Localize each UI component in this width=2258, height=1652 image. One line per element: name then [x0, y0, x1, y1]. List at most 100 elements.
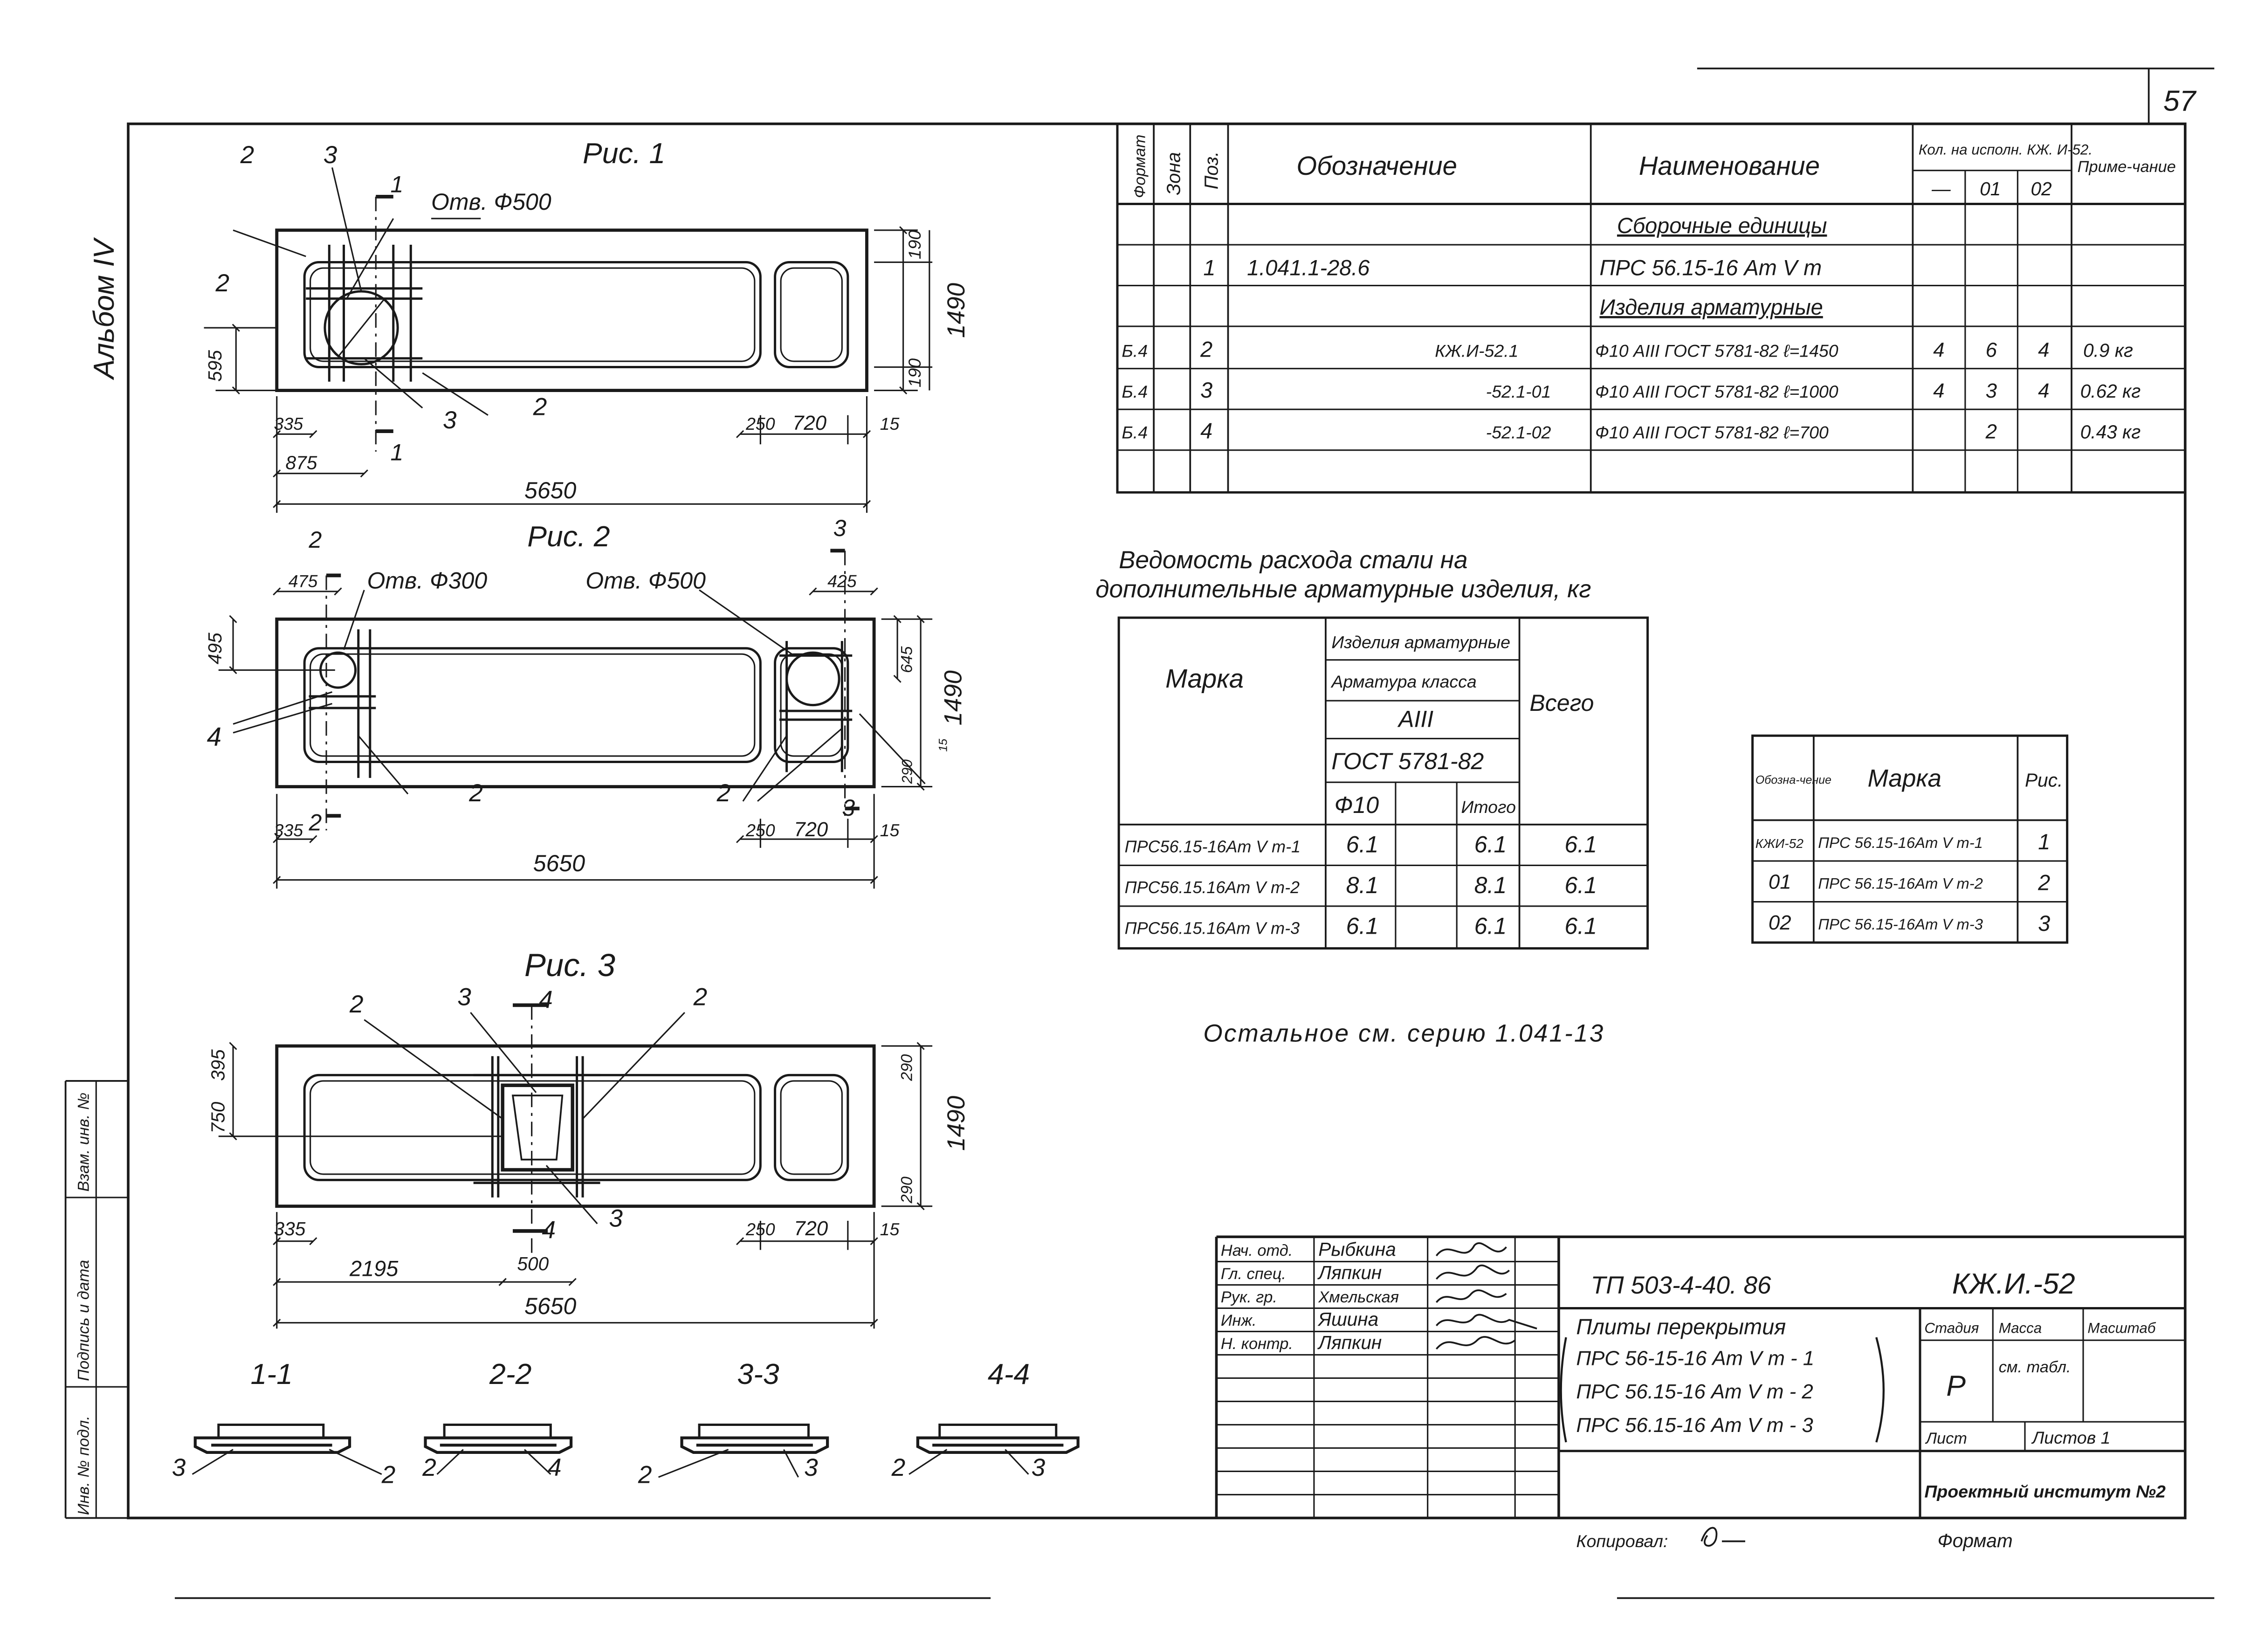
spec-note: 0.62 кг	[2080, 380, 2141, 402]
steel-d10: 6.1	[1346, 831, 1379, 857]
fig1-dim: 875	[286, 452, 317, 473]
stamp-sign-date: Подпись и дата	[75, 1260, 93, 1381]
spec-section-rebar: Изделия арматурные	[1599, 295, 1823, 319]
marks-header-mark: Марка	[1867, 765, 1941, 792]
title-code: КЖ.И.-52	[1952, 1267, 2075, 1300]
fig2-dim: 425	[827, 571, 857, 591]
marks-mark: ПРС 56.15-16Ат V т-2	[1818, 874, 1983, 892]
spec-name: Ф10 АIII ГОСТ 5781-82 ℓ=1450	[1595, 341, 1838, 361]
marks-designation: 02	[1769, 911, 1791, 934]
fig2-hole-label: Отв. Ф500	[585, 568, 706, 594]
steel-total: 6.1	[1564, 831, 1597, 857]
spec-designation: -52.1-02	[1486, 423, 1551, 442]
steel-table-title-1: Ведомость расхода стали на	[1119, 546, 1467, 574]
fig2-dim: 645	[898, 646, 916, 673]
spec-header-pos: Поз.	[1201, 151, 1222, 190]
album-label: Альбом IV	[88, 237, 120, 380]
fig1-dim: 15	[880, 414, 900, 434]
fig3-dim: 5650	[524, 1293, 576, 1319]
fig3-pos-label: 2	[693, 983, 708, 1011]
fig3-dim: 335	[274, 1218, 306, 1239]
signature-name: Ляпкин	[1317, 1332, 1382, 1353]
title-scale-label: Масштаб	[2087, 1320, 2156, 1336]
steel-mark: ПРС56.15.16Ат V т-3	[1125, 918, 1300, 937]
section-pos: 3	[1032, 1454, 1046, 1481]
steel-sub: 6.1	[1474, 913, 1507, 939]
steel-table	[1117, 616, 1649, 950]
spec-pos: 2	[1200, 337, 1212, 362]
title-line: ПРС 56.15-16 Ат V т - 3	[1576, 1414, 1813, 1437]
spec-header-qty-col: —	[1931, 178, 1951, 200]
spec-pos: 1	[1203, 256, 1215, 280]
fig1-pos-label: 2	[240, 141, 255, 169]
spec-note: 0.9 кг	[2083, 340, 2133, 361]
signature-name: Яшина	[1317, 1308, 1378, 1330]
marks-fig: 3	[2038, 911, 2050, 936]
fig1-pos-label: 2	[533, 393, 547, 421]
spec-format: Б.4	[1122, 423, 1148, 442]
section-label: 1-1	[251, 1358, 293, 1390]
section-pos: 4	[548, 1454, 562, 1481]
fig3-dim: 290	[898, 1177, 916, 1204]
section-pos: 3	[172, 1454, 186, 1481]
title-mass: см. табл.	[1999, 1358, 2071, 1376]
steel-header-dia: Ф10	[1335, 792, 1379, 818]
fig1-pos-label: 3	[324, 141, 337, 169]
fig1-dim: 1490	[943, 282, 970, 338]
section-3-3-drawing	[658, 1423, 829, 1478]
fig2-cut-label: 3	[833, 515, 847, 541]
steel-mark: ПРС56.15-16Ат V т-1	[1125, 837, 1301, 856]
fig1-hole-label: Отв. Ф500	[431, 189, 551, 215]
title-sheets-label: Листов 1	[2031, 1428, 2111, 1447]
spec-format: Б.4	[1122, 382, 1148, 401]
fig2-dim: 290	[899, 759, 915, 785]
fig3-drawing	[218, 1003, 933, 1329]
fig1-cut-label: 1	[391, 440, 404, 466]
signature-role: Нач. отд.	[1221, 1242, 1293, 1260]
fig3-cut-label: 4	[542, 1216, 556, 1244]
title-stage-label: Стадия	[1924, 1320, 1979, 1336]
steel-total: 6.1	[1564, 913, 1597, 939]
spec-qty: 2	[1985, 420, 1997, 443]
section-1-1-drawing	[192, 1423, 382, 1475]
steel-header-products: Изделия арматурные	[1331, 633, 1510, 652]
marks-header-designation: Обозна-чение	[1755, 773, 1831, 786]
spec-section-assembly: Сборочные единицы	[1617, 213, 1827, 238]
spec-header-note: Приме-чание	[2077, 158, 2175, 176]
fig1-pos-label: 2	[215, 269, 230, 297]
stamp-inv-no: Инв. № подл.	[75, 1416, 93, 1515]
fig3-title: Рис. 3	[524, 947, 615, 983]
title-stage: Р	[1946, 1370, 1966, 1402]
spec-qty: 6	[1986, 339, 1997, 362]
steel-mark: ПРС56.15.16Ат V т-2	[1125, 878, 1300, 897]
spec-table	[1116, 123, 2187, 494]
fig1-dim: 720	[792, 412, 826, 434]
fig1-dim: 190	[905, 358, 924, 388]
spec-qty: 4	[1933, 339, 1944, 362]
fig3-pos-label: 2	[349, 991, 364, 1018]
handwritten-signatures	[1435, 1242, 1537, 1350]
title-line: ПРС 56-15-16 Ат V т - 1	[1576, 1347, 1814, 1370]
fig3-dim: 720	[794, 1217, 828, 1240]
sheet-frame	[64, 68, 2215, 1599]
fig1-pos-label: 3	[443, 406, 457, 434]
fig3-dim: 395	[207, 1049, 228, 1081]
title-mass-label: Масса	[1999, 1320, 2042, 1336]
signature-name: Ляпкин	[1317, 1262, 1382, 1283]
fig2-hole-label: Отв. Ф300	[367, 568, 488, 594]
spec-header-qty-col: 01	[1980, 178, 2001, 200]
spec-designation: -52.1-01	[1486, 382, 1551, 401]
fig1-drawing	[204, 167, 933, 513]
spec-note: 0.43 кг	[2080, 421, 2141, 443]
spec-designation: КЖ.И-52.1	[1435, 341, 1518, 361]
fig3-dim: 500	[517, 1253, 549, 1274]
fig2-dim: 15	[880, 820, 900, 840]
spec-designation: 1.041.1-28.6	[1247, 256, 1370, 280]
title-line: ПРС 56.15-16 Ат V т - 2	[1576, 1380, 1813, 1403]
fig2-cut-label: 2	[309, 809, 322, 835]
fig2-dim: 1490	[940, 670, 967, 726]
section-label: 2-2	[489, 1358, 531, 1390]
section-label: 4-4	[988, 1358, 1030, 1390]
fig1-title: Рис. 1	[583, 137, 665, 170]
fig2-dim: 5650	[533, 850, 585, 876]
